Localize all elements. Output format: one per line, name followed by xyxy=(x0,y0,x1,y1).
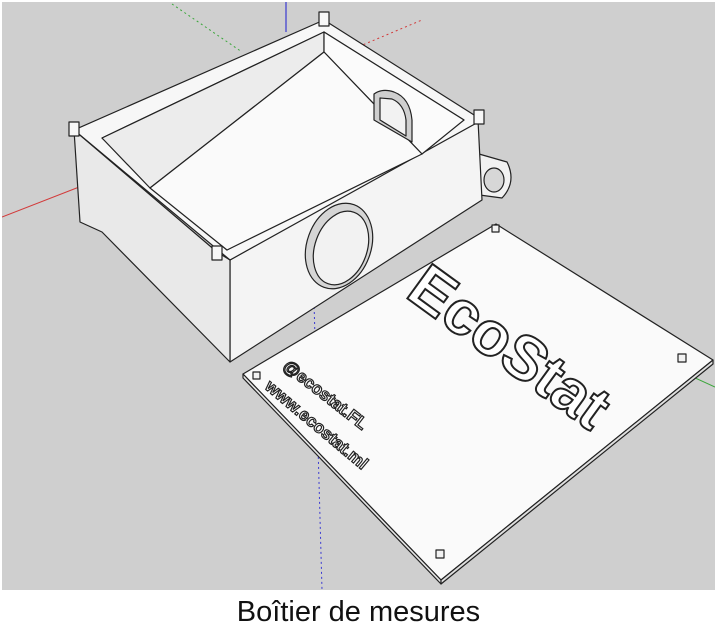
enclosure-box xyxy=(68,11,512,363)
lid-corner-post-1 xyxy=(491,224,500,233)
3d-model-viewport: EcoStat @ecostat.FL www.ecostat.ml xyxy=(2,2,715,590)
cable-slot-inner xyxy=(379,97,407,137)
lid-corner-post-3 xyxy=(435,549,445,559)
lid-edge-right xyxy=(440,359,714,585)
axis-red xyxy=(2,181,93,218)
inner-floor-base xyxy=(149,51,423,251)
lid-corner-post-4 xyxy=(252,371,261,380)
axis-red-dotted xyxy=(321,19,423,63)
lid-plate xyxy=(242,223,714,585)
sensor-hole-inner xyxy=(312,210,370,286)
corner-post-back xyxy=(318,11,330,27)
corner-post-front-left xyxy=(68,121,80,137)
axis-blue-dotted xyxy=(313,301,323,590)
mount-hole xyxy=(483,167,505,193)
corner-post-right xyxy=(473,109,485,125)
axis-green-dotted xyxy=(171,3,243,53)
lid-corner-post-2 xyxy=(677,353,687,363)
corner-post-front xyxy=(211,245,223,261)
axes xyxy=(2,2,715,590)
figure-caption: Boîtier de mesures xyxy=(236,596,481,628)
